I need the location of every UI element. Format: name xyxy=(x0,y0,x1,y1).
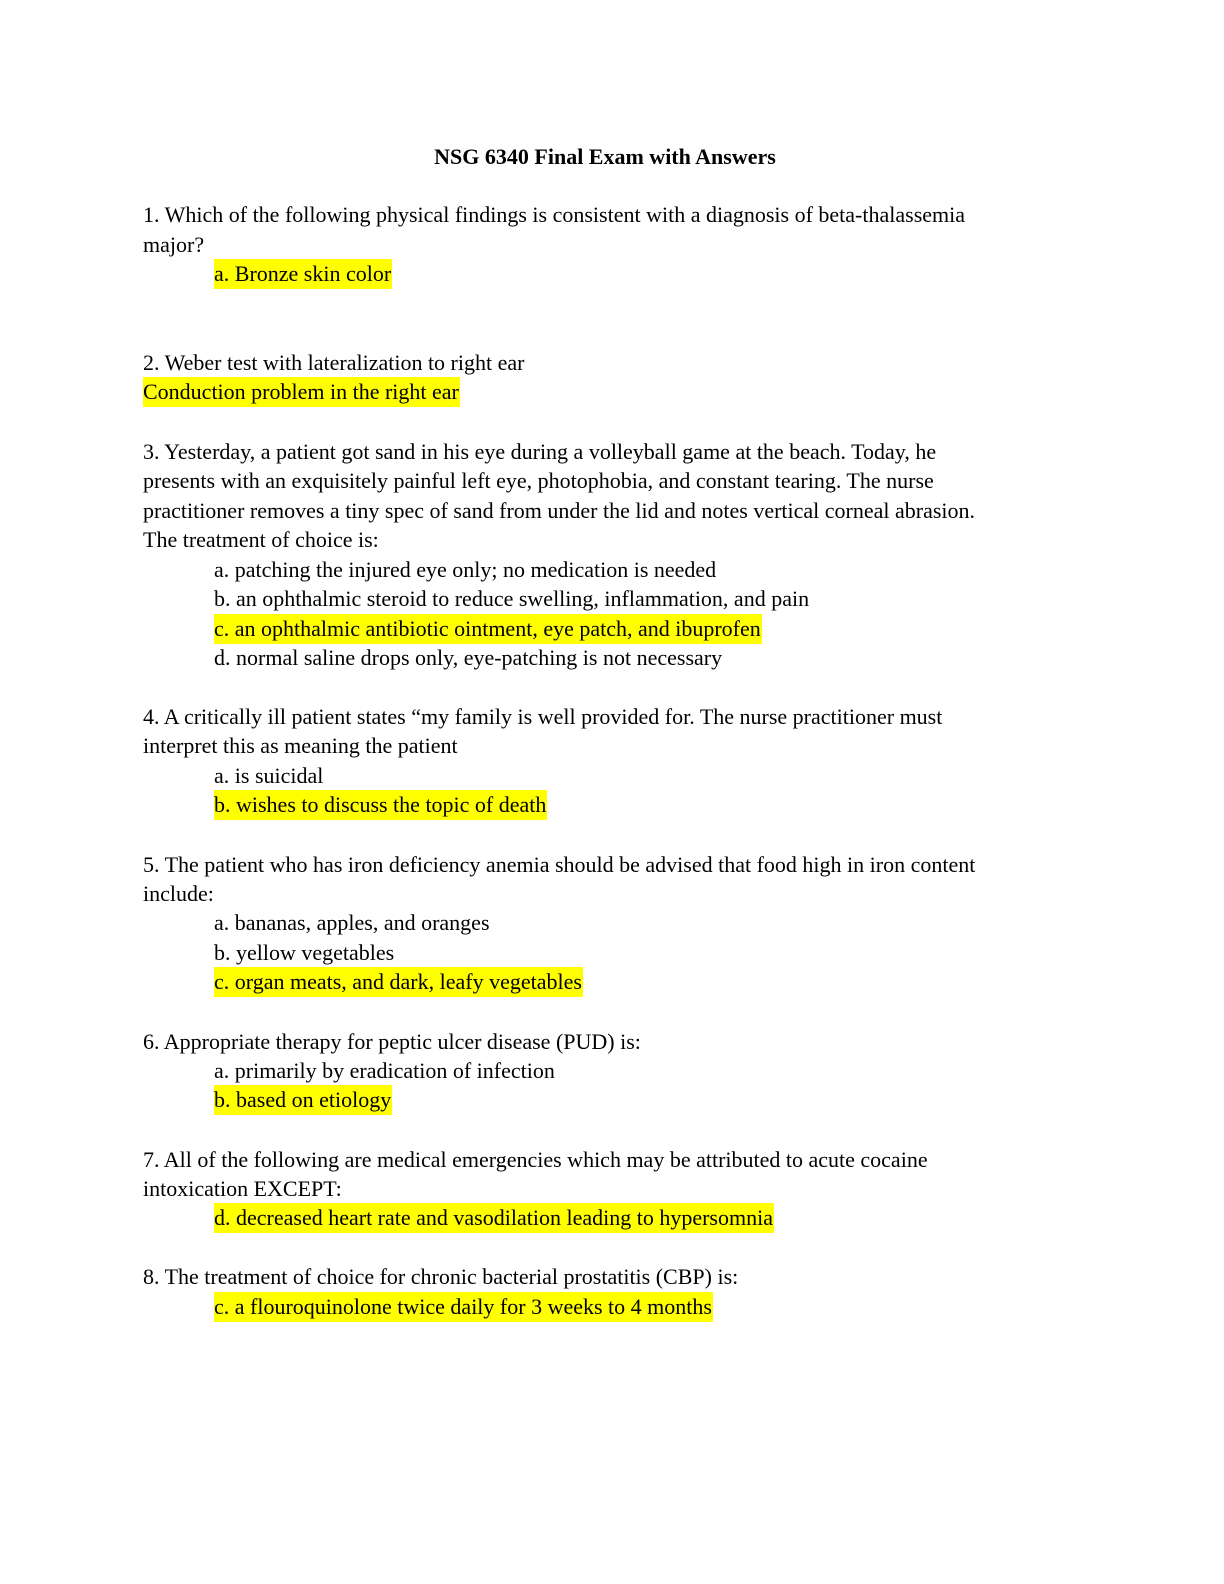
question-3-option-d: d. normal saline drops only, eye-patchin… xyxy=(214,645,723,670)
answer-highlight: a. Bronze skin color xyxy=(214,259,393,289)
question-1-text-line-1: 1. Which of the following physical findi… xyxy=(143,202,966,227)
question-4-text-line-2: interpret this as meaning the patient xyxy=(143,733,458,758)
question-3-text-line-1: 3. Yesterday, a patient got sand in his … xyxy=(143,439,937,464)
question-3-option-b: b. an ophthalmic steroid to reduce swell… xyxy=(214,586,810,611)
question-7-text-line-1: 7. All of the following are medical emer… xyxy=(143,1147,928,1172)
question-4-option-b-correct: b. wishes to discuss the topic of death xyxy=(214,790,548,820)
question-7-option-d-correct: d. decreased heart rate and vasodilation… xyxy=(214,1203,774,1233)
question-5-text-line-2: include: xyxy=(143,881,214,906)
answer-highlight: b. wishes to discuss the topic of death xyxy=(214,790,548,820)
question-8-option-c-correct: c. a flouroquinolone twice daily for 3 w… xyxy=(214,1292,713,1322)
question-4-text-line-1: 4. A critically ill patient states “my f… xyxy=(143,704,943,729)
question-5-option-b: b. yellow vegetables xyxy=(214,940,395,965)
answer-highlight: Conduction problem in the right ear xyxy=(143,377,460,407)
document-title: NSG 6340 Final Exam with Answers xyxy=(434,144,776,169)
question-3-option-a: a. patching the injured eye only; no med… xyxy=(214,557,717,582)
question-6-option-a: a. primarily by eradication of infection xyxy=(214,1058,555,1083)
question-5-text-line-1: 5. The patient who has iron deficiency a… xyxy=(143,852,976,877)
answer-highlight: c. a flouroquinolone twice daily for 3 w… xyxy=(214,1292,713,1322)
question-3-option-c-correct: c. an ophthalmic antibiotic ointment, ey… xyxy=(214,614,762,644)
answer-highlight: c. organ meats, and dark, leafy vegetabl… xyxy=(214,967,583,997)
question-8-text-line-1: 8. The treatment of choice for chronic b… xyxy=(143,1264,739,1289)
question-6-option-b-correct: b. based on etiology xyxy=(214,1085,393,1115)
answer-highlight: b. based on etiology xyxy=(214,1085,393,1115)
question-3-text-line-4: The treatment of choice is: xyxy=(143,527,379,552)
answer-highlight: d. decreased heart rate and vasodilation… xyxy=(214,1203,774,1233)
question-5-option-c-correct: c. organ meats, and dark, leafy vegetabl… xyxy=(214,967,583,997)
question-1-text-line-2: major? xyxy=(143,232,205,257)
question-3-text-line-3: practitioner removes a tiny spec of sand… xyxy=(143,498,976,523)
question-2-text-line-1: 2. Weber test with lateralization to rig… xyxy=(143,350,525,375)
question-6-text-line-1: 6. Appropriate therapy for peptic ulcer … xyxy=(143,1029,641,1054)
question-7-text-line-2: intoxication EXCEPT: xyxy=(143,1176,342,1201)
question-1-option-a-correct: a. Bronze skin color xyxy=(214,259,393,289)
answer-highlight: c. an ophthalmic antibiotic ointment, ey… xyxy=(214,614,762,644)
question-4-option-a: a. is suicidal xyxy=(214,763,324,788)
question-5-option-a: a. bananas, apples, and oranges xyxy=(214,910,490,935)
question-2-answer-correct: Conduction problem in the right ear xyxy=(143,377,460,407)
question-3-text-line-2: presents with an exquisitely painful lef… xyxy=(143,468,934,493)
